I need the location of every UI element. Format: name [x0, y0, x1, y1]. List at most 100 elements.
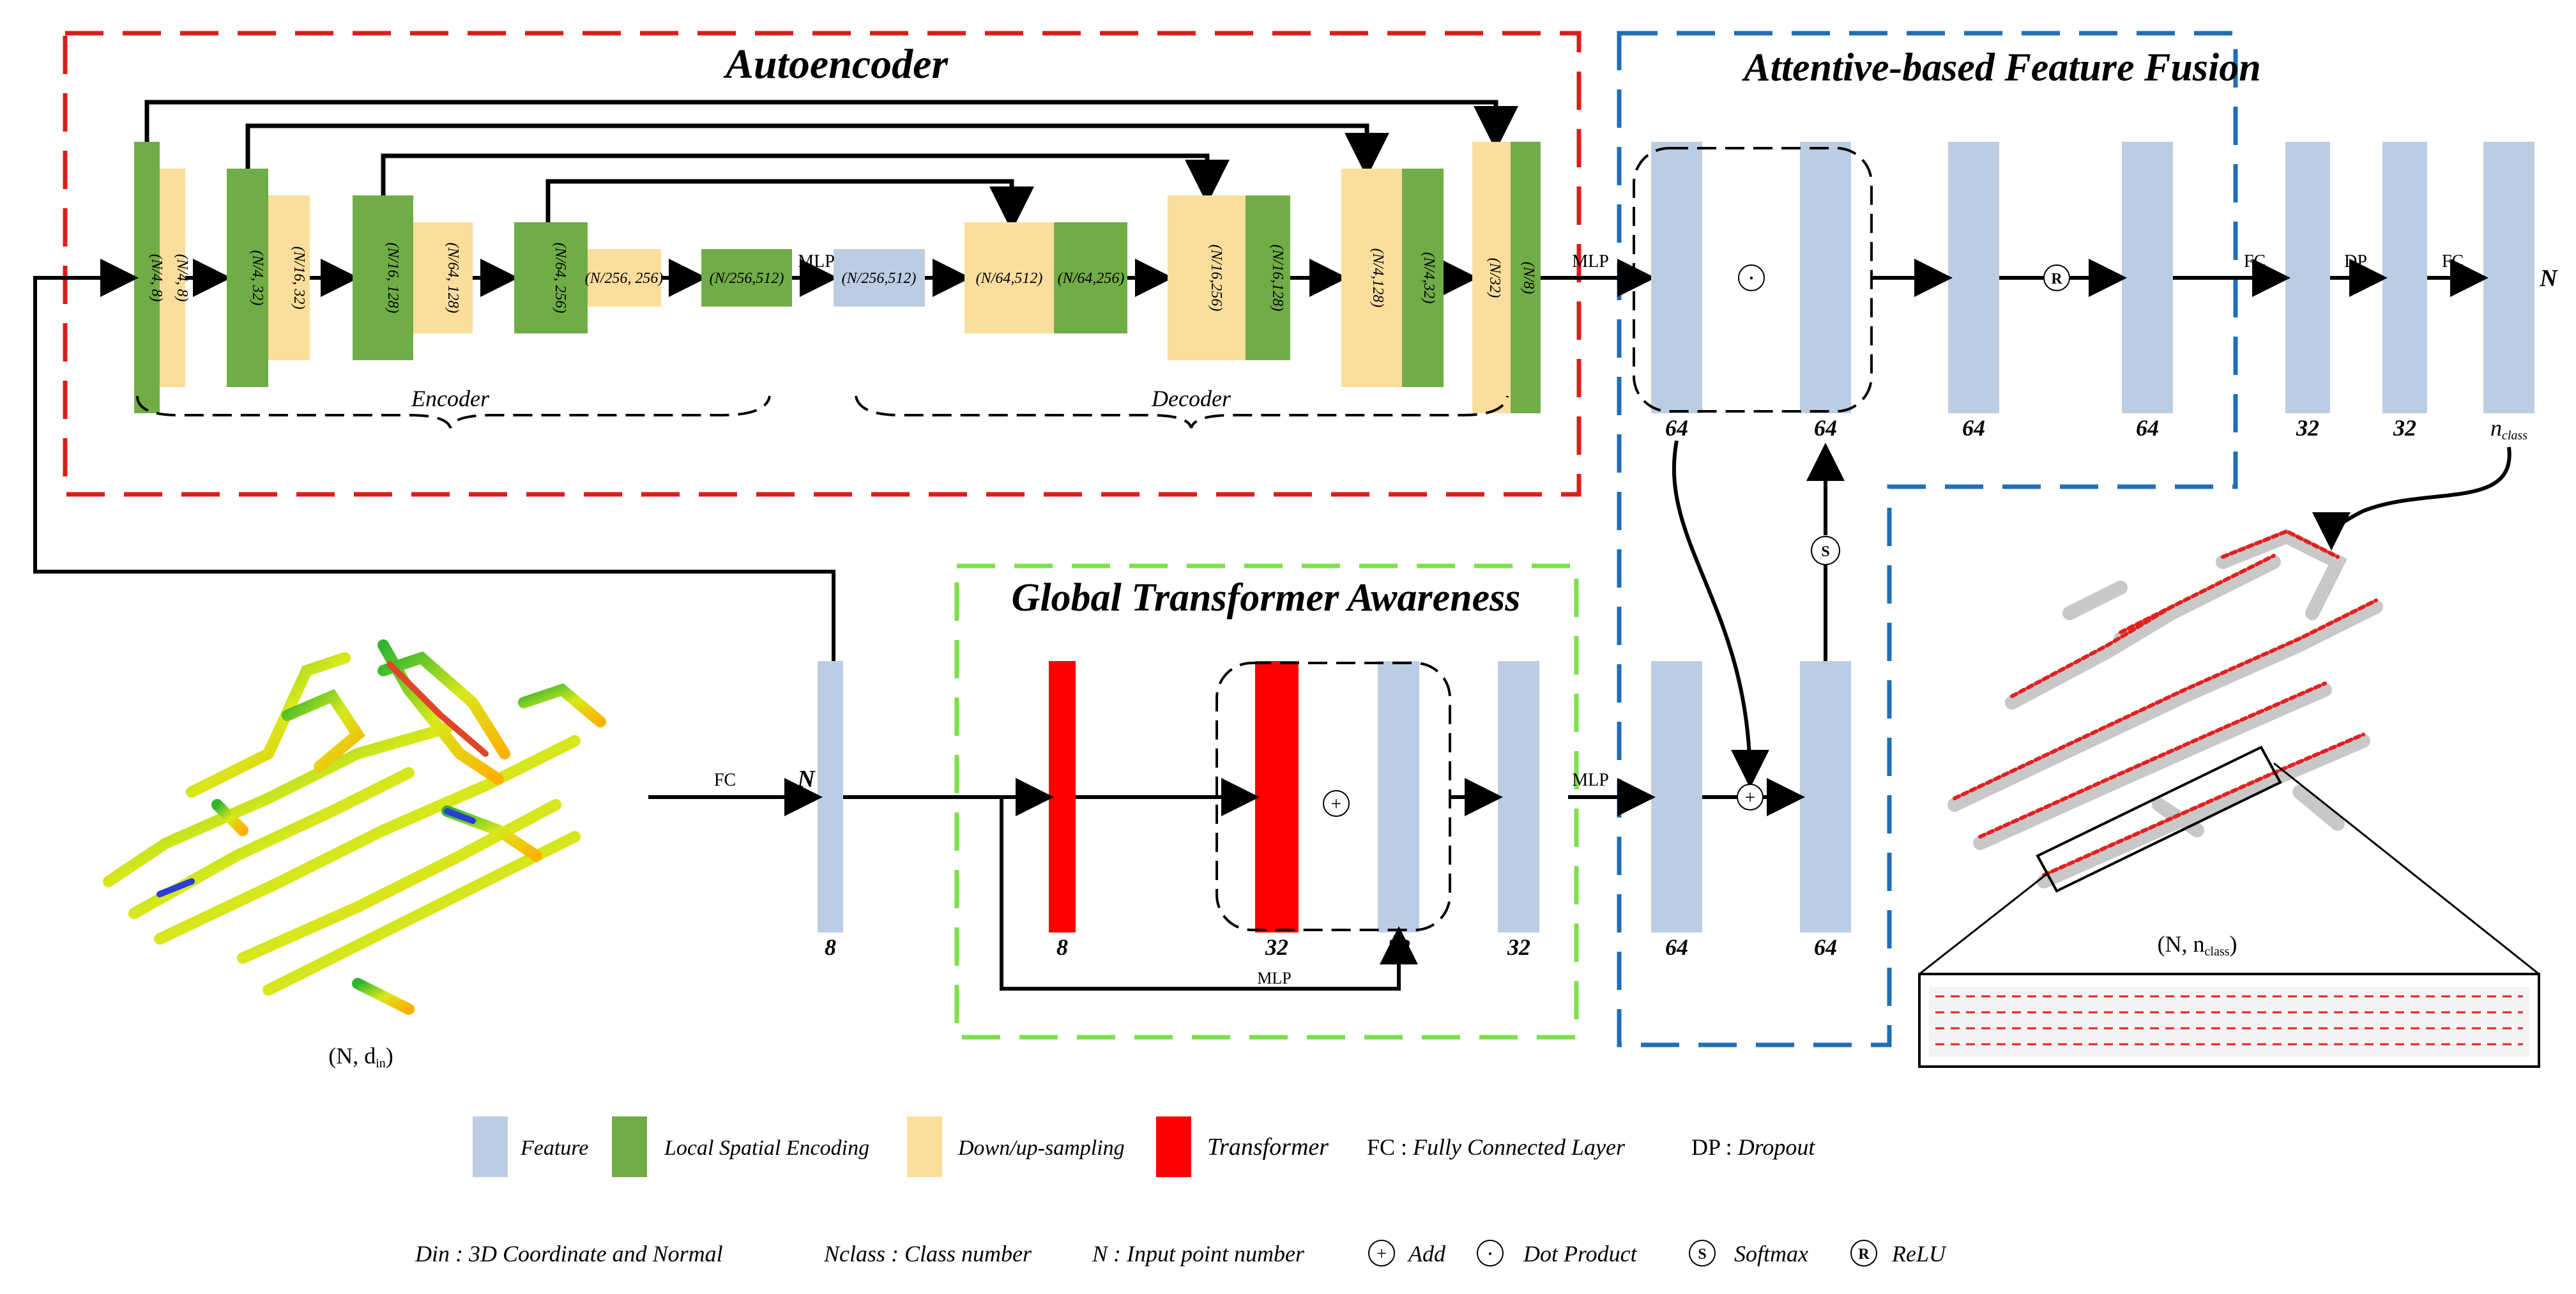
legend-down-label: Down/up-sampling: [957, 1136, 1125, 1160]
zoom-detail-facade: [1929, 987, 2529, 1057]
label-n32: (N/32): [1486, 258, 1503, 298]
skip-connections: [144, 100, 1518, 231]
input-caption: (N, din): [328, 1043, 393, 1070]
block-local-n4-32-dec: [1402, 169, 1444, 387]
zoom-line-right: [2273, 762, 2540, 975]
fusion-feature-7: [2483, 142, 2534, 413]
block-down-n4-128: [1341, 169, 1402, 387]
fusion-feature-5: [2285, 142, 2330, 413]
fusion-mlp-label: MLP: [1572, 770, 1609, 790]
decoder-label: Decoder: [1151, 386, 1231, 411]
block-local-n64-256: [514, 222, 588, 333]
fusion-border: [1617, 31, 2238, 1047]
input-point-cloud: [103, 639, 606, 1015]
block-down-n16-32: [268, 195, 310, 360]
legend-add-symbol: +: [1376, 1244, 1387, 1264]
block-local-n4-32: [227, 169, 268, 387]
fusion-feature-4: [2122, 142, 2173, 413]
fusion-bottom-1: [1651, 661, 1702, 932]
fc-label-2: FC: [2442, 252, 2464, 271]
decoder-brace: [855, 395, 1509, 429]
relu-icon: [2043, 264, 2070, 291]
zoom-region: [2036, 745, 2282, 893]
nclass-dim-label: nclass: [2490, 415, 2527, 443]
legend-dp-entry: DP : Dropout: [1691, 1134, 1815, 1160]
fusion-dim-6: 32: [2393, 415, 2416, 441]
label-n64-512: (N/64,512): [976, 270, 1043, 287]
legend-din: Din : 3D Coordinate and Normal: [415, 1241, 723, 1267]
legend-n: N : Input point number: [1092, 1241, 1305, 1267]
legend-feature-label: Feature: [520, 1136, 588, 1160]
block-feature-n256-512: [834, 249, 925, 307]
transformer-feature-1: [1378, 661, 1419, 932]
block-local-n16-128: [353, 195, 413, 360]
transformer-border: [954, 563, 1579, 1040]
autoencoder-block-labels: (N/4, 8) (N/4, 8) (N/4, 32) (N/16, 32) (…: [148, 243, 1537, 314]
autoencoder-title: Autoencoder: [723, 41, 949, 88]
transformer-block-1: [1049, 661, 1076, 932]
input-point-cloud-accents: [156, 661, 489, 897]
legend-softmax-label: Softmax: [1734, 1241, 1808, 1267]
fusion-dim-5: 32: [2296, 415, 2319, 441]
fusion-bottom-dim-2: 64: [1814, 934, 1837, 960]
fusion-title: Attentive-based Feature Fusion: [1741, 46, 2260, 89]
output-caption: (N, nclass): [2158, 931, 2237, 959]
block-down-n64-512: [964, 222, 1054, 333]
block-down-n4-8: [160, 169, 185, 387]
fusion-bottom-dim-1: 64: [1665, 934, 1688, 960]
fusion-add-symbol: +: [1745, 787, 1756, 808]
legend-local-swatch: [612, 1116, 647, 1177]
block-down-n32: [1472, 142, 1511, 413]
transformer-arrows: [843, 778, 1503, 991]
legend-dot-label: Dot Product: [1523, 1241, 1638, 1267]
label-n4-128: (N/4,128): [1369, 248, 1386, 308]
block-down-n16-256: [1168, 195, 1246, 360]
output-arrow: [2312, 446, 2511, 551]
autoencoder-border: [63, 31, 1581, 497]
output-segmented-cloud: [1947, 528, 2383, 888]
input-feature-n-label: N: [796, 766, 816, 793]
transformer-block-2: [1255, 661, 1299, 932]
transformer-feature-2: [1498, 661, 1539, 932]
fusion-feature-1: [1651, 142, 1702, 413]
label-n256-512-a: (N/256,512): [710, 270, 784, 287]
relu-symbol: R: [2051, 271, 2062, 287]
legend-relu-label: ReLU: [1891, 1241, 1947, 1267]
block-local-n256-512: [701, 249, 792, 307]
legend-dot-symbol: ·: [1486, 1241, 1494, 1267]
legend-softmax-symbol: S: [1698, 1246, 1706, 1263]
softmax-icon: [1811, 536, 1840, 565]
fusion-bottom-2: [1800, 661, 1851, 932]
fusion-feature-3: [1948, 142, 1999, 413]
dot-product-icon: [1738, 264, 1765, 291]
fusion-add-icon: [1737, 784, 1764, 811]
transformer-dim-2: 32: [1265, 934, 1288, 960]
label-n64-128: (N/64, 128): [445, 243, 461, 314]
label-n256-256: (N/256, 256): [585, 270, 664, 287]
dp-label: DP: [2344, 252, 2367, 271]
output-n-label: N: [2539, 265, 2558, 292]
transformer-title: Global Transformer Awareness: [1012, 576, 1521, 620]
transformer-mlp-label: MLP: [1257, 969, 1291, 987]
block-down-n256-256: [588, 249, 661, 307]
label-n16-256: (N/16,256): [1208, 245, 1224, 312]
legend-add-icon: [1368, 1240, 1395, 1267]
legend-nclass: Nclass : Class number: [823, 1241, 1032, 1267]
label-n16-128-dec: (N/16,128): [1269, 245, 1286, 312]
legend: Feature Local Spatial Encoding Down/up-s…: [415, 1116, 1947, 1267]
fusion-dim-4: 64: [2136, 415, 2159, 441]
fusion-feature-6: [2382, 142, 2427, 413]
legend-local-label: Local Spatial Encoding: [664, 1136, 869, 1160]
label-n64-256: (N/64, 256): [552, 243, 568, 314]
transformer-dim-labels: 8 32 32 32: [1056, 934, 1530, 960]
label-n4-32: (N/4, 32): [249, 250, 266, 306]
legend-transformer-label: Transformer: [1207, 1134, 1329, 1161]
mlp-label-mid: MLP: [798, 252, 835, 271]
transformer-add-symbol: +: [1331, 793, 1342, 814]
block-local-n8: [1511, 142, 1541, 413]
legend-dot-icon: [1477, 1240, 1504, 1267]
block-local-n64-256-dec: [1054, 222, 1127, 333]
block-local-n16-128-dec: [1246, 195, 1290, 360]
autoencoder-blocks: [134, 142, 1541, 413]
